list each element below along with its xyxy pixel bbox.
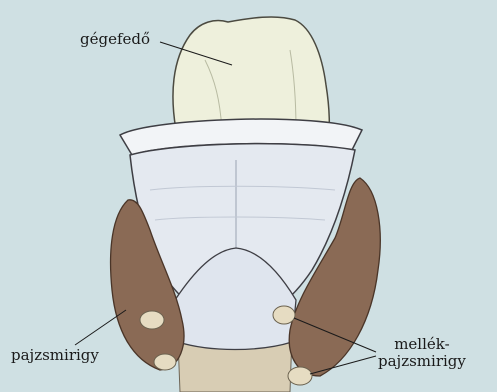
leader-thyroid — [75, 310, 126, 345]
parathyroid-right-upper — [273, 306, 295, 324]
label-parathyroid: mellék- pajzsmirigy — [378, 336, 466, 370]
label-parathyroid-line2: pajzsmirigy — [378, 353, 466, 370]
label-thyroid: pajzsmirigy — [11, 347, 99, 364]
parathyroid-left-upper — [140, 311, 164, 329]
parathyroid-left-lower — [154, 354, 176, 370]
parathyroid-right-lower — [288, 367, 312, 385]
label-parathyroid-line1: mellék- — [378, 336, 466, 353]
label-epiglottis: gégefedő — [80, 31, 150, 48]
